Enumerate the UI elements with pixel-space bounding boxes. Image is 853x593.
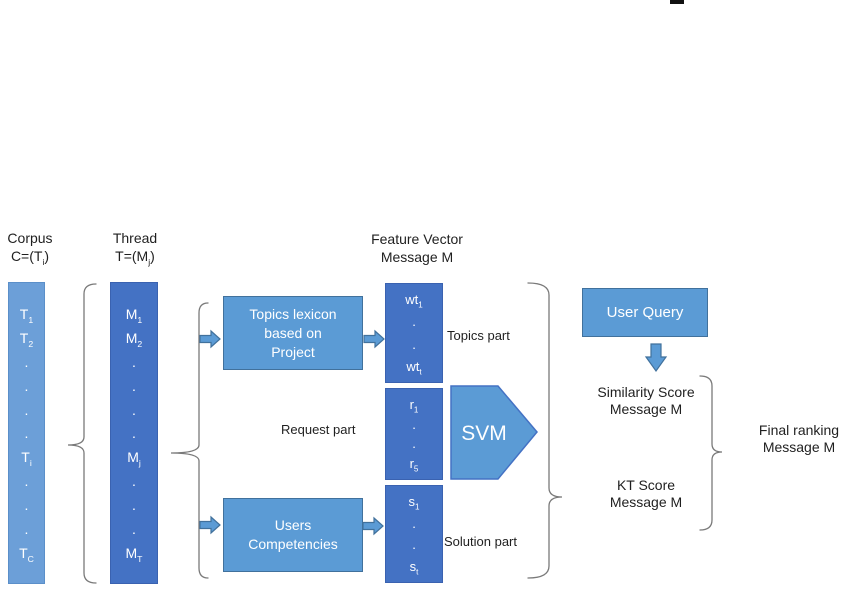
ellipsis-dot: . <box>412 314 416 330</box>
corpus-header: Corpus C=(Ti) <box>1 229 59 267</box>
ellipsis-dot: . <box>132 425 136 442</box>
user-query-box: User Query <box>582 288 708 337</box>
ellipsis-dot: . <box>132 521 136 538</box>
ellipsis-dot: . <box>24 521 29 538</box>
ellipsis-dot: . <box>132 473 136 490</box>
ellipsis-dot: . <box>412 436 416 452</box>
ellipsis-dot: . <box>132 401 136 418</box>
item-label: TC <box>19 544 34 564</box>
item-label: T2 <box>19 329 34 349</box>
ellipsis-dot: . <box>412 416 416 432</box>
topics-lexicon-box: Topics lexicon based on Project <box>223 296 363 370</box>
arrow-right-icon <box>362 517 384 535</box>
topics-part-vector: wt1.. wtt <box>385 283 443 383</box>
svm-chevron <box>450 385 538 480</box>
request-part-vector: r1.. r5 <box>385 388 443 480</box>
request-part-label: Request part <box>281 422 356 437</box>
ellipsis-dot: . <box>132 497 136 514</box>
item-label: KT Score <box>616 477 676 493</box>
item-label: s1 <box>408 494 420 512</box>
user-query-label: User Query <box>606 304 684 321</box>
ellipsis-dot: . <box>24 497 29 514</box>
item-label: MT <box>125 544 143 564</box>
item-label: Ti <box>21 449 32 469</box>
item-label: Similarity Score <box>597 384 695 400</box>
ellipsis-dot: . <box>412 537 416 553</box>
arrow-down-icon <box>645 343 667 372</box>
ellipsis-dot: . <box>24 353 29 370</box>
ellipsis-dot: . <box>412 336 416 352</box>
arrow-right-icon <box>199 516 221 534</box>
thread-header: Thread T=(Mj) <box>104 229 166 267</box>
item-label: Message M <box>609 401 683 417</box>
topics-part-label: Topics part <box>447 328 510 343</box>
item-label: Message M <box>609 494 683 510</box>
item-label: Message M <box>762 439 836 455</box>
item-label: wtt <box>406 358 422 377</box>
ellipsis-dot: . <box>132 377 136 394</box>
arrow-right-icon <box>363 330 385 348</box>
ellipsis-dot: . <box>24 425 29 442</box>
ellipsis-dot: . <box>24 377 29 394</box>
item-label: Mj <box>127 449 141 469</box>
item-label: Feature Vector <box>371 231 463 247</box>
solution-part-label: Solution part <box>444 534 517 549</box>
item-label: Topics lexicon <box>249 305 337 322</box>
item-label: M2 <box>125 329 143 349</box>
item-label: Final ranking <box>758 422 840 438</box>
item-label: r5 <box>409 455 419 474</box>
item-label: Project <box>271 343 315 360</box>
corpus-title: Corpus <box>7 230 53 246</box>
ellipsis-dot: . <box>24 473 29 490</box>
top-edge-mark <box>670 0 684 4</box>
item-label: based on <box>264 324 322 341</box>
ellipsis-dot: . <box>24 401 29 418</box>
corpus-to-thread-brace <box>67 283 97 584</box>
item-label: Competencies <box>248 536 338 552</box>
item-label: T1 <box>19 306 34 325</box>
item-label: Users <box>274 517 312 533</box>
item-label: r1 <box>409 397 419 415</box>
ellipsis-dot: . <box>132 353 136 370</box>
solution-part-vector: s1.. st <box>385 485 443 583</box>
item-label: Message M <box>380 249 454 265</box>
item-label: wt1 <box>405 292 423 310</box>
feature-vector-brace <box>527 282 563 579</box>
ellipsis-dot: . <box>412 515 416 531</box>
item-label: M1 <box>125 306 143 325</box>
svm-label: SVM <box>461 422 507 445</box>
thread-to-features-brace <box>170 302 209 579</box>
arrow-right-icon <box>199 330 221 348</box>
thread-formula: T=(Mj) <box>115 248 155 267</box>
thread-title: Thread <box>112 230 158 246</box>
corpus-formula: C=(Ti) <box>10 248 50 267</box>
item-label: st <box>409 558 419 577</box>
